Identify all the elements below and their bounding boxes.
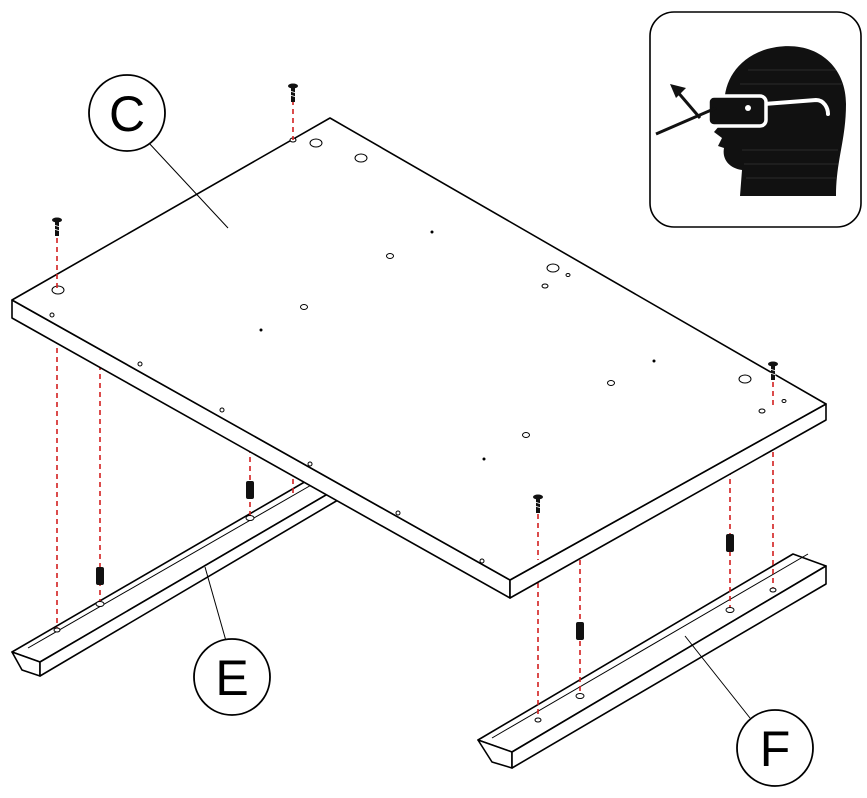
screw-guides xyxy=(56,100,774,560)
dowel-icon xyxy=(96,481,734,640)
screw-icon xyxy=(52,83,778,513)
label-e: E xyxy=(215,650,248,706)
callout-e: E xyxy=(193,566,271,716)
top-panel-c xyxy=(11,117,827,599)
label-f: F xyxy=(760,721,791,777)
callout-c: C xyxy=(88,74,229,229)
callout-f: F xyxy=(684,635,814,787)
label-c: C xyxy=(109,86,145,142)
rail-f xyxy=(477,553,827,769)
safety-glasses-icon xyxy=(649,11,862,228)
rail-holes xyxy=(53,515,777,723)
rail-e xyxy=(11,479,339,677)
